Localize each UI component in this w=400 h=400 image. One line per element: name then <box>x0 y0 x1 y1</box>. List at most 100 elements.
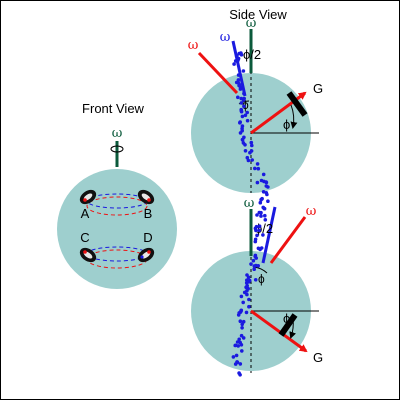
top-half-phi-label: ϕ/2 <box>243 47 261 62</box>
particle <box>259 210 263 215</box>
top-phi-arc <box>290 104 298 129</box>
top-phi-label: ϕ <box>283 117 290 132</box>
particle <box>255 233 259 238</box>
particle <box>241 319 246 324</box>
particle <box>238 120 242 124</box>
particle <box>253 254 257 259</box>
bottom-omega-blue-axis <box>261 206 277 264</box>
particle <box>239 101 244 105</box>
particle <box>262 179 266 184</box>
top-tube <box>286 91 308 117</box>
particle <box>243 113 248 118</box>
particle <box>261 190 266 194</box>
bottom-tube <box>278 313 298 337</box>
particle <box>253 278 258 282</box>
bottom-phi-label: ϕ <box>283 311 290 326</box>
particle <box>255 162 260 166</box>
particle <box>244 310 249 315</box>
particle <box>250 158 254 162</box>
particle <box>263 218 268 222</box>
rotation-icon <box>110 141 124 157</box>
particle <box>252 264 257 268</box>
top-omega-blue-label: ω <box>220 30 231 45</box>
particle <box>234 353 239 358</box>
particle <box>242 135 246 140</box>
top-omega-blue-axis <box>231 40 247 97</box>
label-a: A <box>81 206 90 221</box>
particle <box>239 309 243 313</box>
particle <box>249 262 253 266</box>
top-g-label: G <box>313 81 323 96</box>
particle <box>245 155 250 160</box>
particle <box>242 96 246 101</box>
particle <box>253 239 258 244</box>
particle <box>259 214 263 218</box>
front-omega-label: ω <box>112 126 123 141</box>
side-view-top: ω ω ω ϕ/2 ϕ G ϕ <box>188 16 323 193</box>
particle <box>245 118 250 123</box>
bottom-phi-arc <box>289 318 296 339</box>
particle <box>261 172 266 177</box>
front-orbit-top-red <box>86 196 148 216</box>
label-b: B <box>144 206 153 221</box>
particle <box>257 228 262 233</box>
particle <box>245 110 249 115</box>
top-omega-green-label: ω <box>246 16 257 31</box>
particle <box>256 166 261 171</box>
particle <box>247 297 251 302</box>
bottom-phi-inner-label: ϕ <box>258 272 265 286</box>
front-view: Front View ω <box>57 101 177 289</box>
bottom-omega-red-label: ω <box>306 204 317 219</box>
particle <box>242 104 246 109</box>
particle <box>253 166 257 171</box>
particle <box>242 290 247 295</box>
bottom-g-label: G <box>313 350 323 365</box>
particle <box>240 326 244 330</box>
particle <box>237 82 241 87</box>
particle <box>240 114 245 119</box>
front-disk <box>57 169 177 289</box>
particle <box>263 213 267 218</box>
particle <box>249 149 254 153</box>
particle <box>241 336 246 340</box>
particle <box>241 141 246 145</box>
particle <box>255 180 260 185</box>
particle <box>235 360 239 364</box>
particle <box>243 149 248 153</box>
side-view-title: Side View <box>229 7 287 22</box>
particle <box>256 246 261 251</box>
particle <box>251 258 256 263</box>
tube-c <box>79 247 97 263</box>
particle <box>239 343 244 347</box>
particle <box>240 128 244 133</box>
front-view-title: Front View <box>82 101 145 116</box>
top-phi-inner-label: ϕ <box>242 98 249 112</box>
particle <box>239 53 244 57</box>
tube-b <box>137 189 155 205</box>
particle <box>231 355 236 359</box>
particle <box>261 233 265 237</box>
particle <box>232 62 236 66</box>
label-d: D <box>143 230 152 245</box>
tube-d <box>137 247 155 263</box>
particle <box>252 267 256 272</box>
particle <box>239 294 244 299</box>
bottom-g-arrow <box>250 309 308 353</box>
tube-a <box>79 189 97 205</box>
top-omega-red-arrow <box>197 51 239 95</box>
particle <box>237 371 241 375</box>
particle <box>266 199 270 203</box>
particle <box>247 280 251 284</box>
particle <box>240 124 245 128</box>
particle <box>246 286 250 291</box>
particle <box>238 319 243 324</box>
particle <box>235 340 240 344</box>
particle <box>264 184 269 188</box>
particle <box>242 91 246 96</box>
particle <box>236 73 241 77</box>
particle <box>254 228 258 233</box>
particle <box>255 213 259 217</box>
side-view-bottom: ω ω ϕ/2 ϕ G ϕ <box>191 196 323 373</box>
